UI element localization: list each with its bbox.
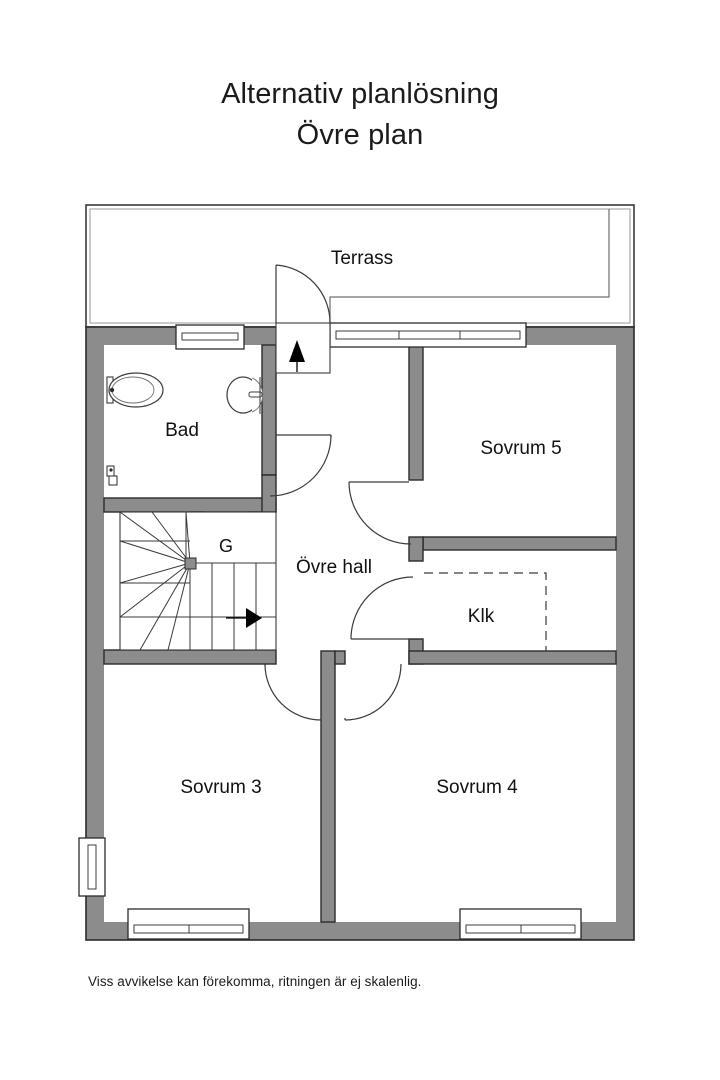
- window-sovrum3-bottom: [127, 908, 250, 940]
- staircase: [119, 511, 277, 651]
- title-line-primary: Alternativ planlösning: [221, 78, 499, 110]
- window-bad-top: [175, 324, 245, 350]
- room-labels: Terrass Bad G Övre hall Sovrum 5 Klk Sov…: [165, 248, 562, 798]
- washbasin-icon: [226, 376, 264, 414]
- window-sovrum5-top: [329, 322, 527, 348]
- label-ovre-hall: Övre hall: [296, 557, 372, 578]
- doors: [264, 434, 414, 721]
- klk-shelving: [424, 572, 547, 651]
- stair-direction-arrow-icon: [226, 608, 262, 628]
- terrass-area: [85, 204, 635, 328]
- toilet-icon: [106, 372, 164, 408]
- door-sovrum3: [264, 663, 322, 721]
- title-line-secondary: Övre plan: [296, 119, 424, 151]
- window-sovrum4-bottom: [459, 908, 582, 940]
- terrace-entry-arrow-icon: [289, 340, 305, 372]
- label-sovrum4: Sovrum 4: [436, 777, 518, 798]
- page-title: Alternativ planlösning Övre plan: [0, 74, 720, 156]
- label-sovrum3: Sovrum 3: [180, 777, 261, 798]
- label-sovrum5: Sovrum 5: [480, 438, 561, 459]
- window-sovrum3-left: [78, 837, 106, 897]
- bathroom-fixtures: [106, 372, 264, 486]
- shower-mixer-icon: [106, 465, 118, 486]
- door-sovrum5: [348, 481, 412, 545]
- windows: [78, 322, 582, 940]
- door-klk: [350, 576, 414, 640]
- door-sovrum4: [344, 663, 402, 721]
- label-klk: Klk: [468, 606, 495, 627]
- label-bad: Bad: [165, 420, 199, 441]
- label-garderob: G: [219, 536, 233, 556]
- label-terrass: Terrass: [331, 248, 393, 269]
- door-terrass: [275, 264, 331, 374]
- disclaimer-note: Viss avvikelse kan förekomma, ritningen …: [88, 974, 422, 989]
- door-bad: [269, 434, 332, 497]
